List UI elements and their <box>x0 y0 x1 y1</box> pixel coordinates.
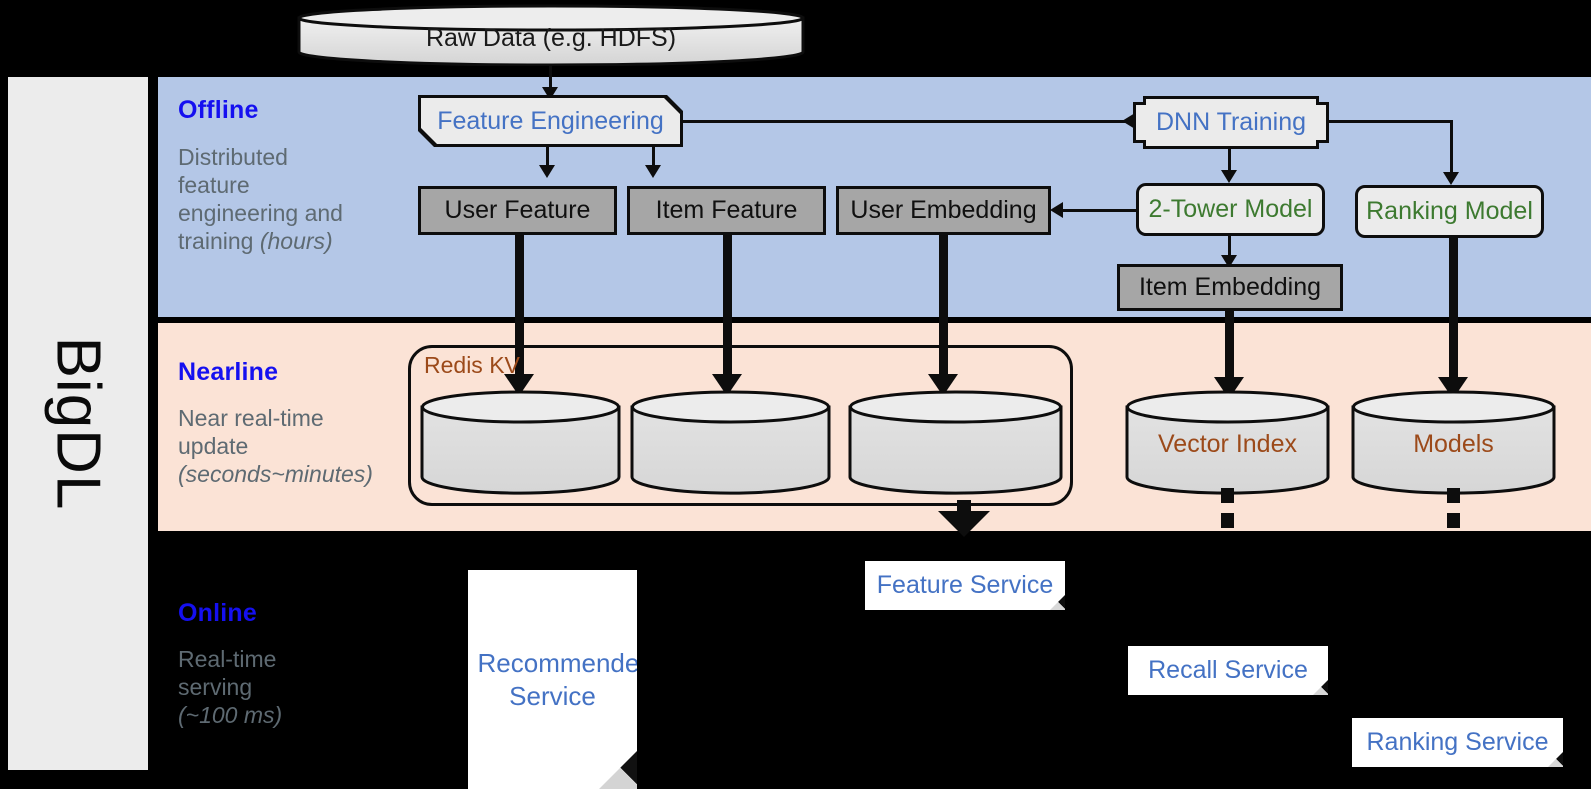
recall-service-label: Recall Service <box>1148 656 1308 685</box>
arrow-userembedding-to-store3-head <box>928 374 958 396</box>
arrow-itemfeature-to-store2-line <box>723 233 732 378</box>
raw-data-cylinder: Raw Data (e.g. HDFS) <box>296 4 806 66</box>
item-feature-box[interactable]: Item Feature <box>627 186 826 235</box>
bigdl-text: BigDL <box>43 336 113 511</box>
user-embedding-label: User Embedding <box>850 196 1037 224</box>
user-feature-box[interactable]: User Feature <box>418 186 617 235</box>
recall-service-card[interactable]: Recall Service <box>1128 646 1328 695</box>
connector-ranking-seg2 <box>1447 513 1460 528</box>
feature-engineering-label: Feature Engineering <box>437 106 664 135</box>
arrow-userembedding-to-store3-line <box>939 233 948 378</box>
arrow-twotower-to-itememb-line <box>1228 236 1231 258</box>
online-duration: (~100 ms) <box>178 702 283 729</box>
feature-engineering-box[interactable]: Feature Engineering <box>421 98 680 144</box>
ranking-model-label: Ranking Model <box>1366 197 1533 225</box>
arrow-dnn-to-ranking-v <box>1450 120 1453 175</box>
ranking-service-label: Ranking Service <box>1366 728 1549 757</box>
ranking-model-box[interactable]: Ranking Model <box>1355 185 1544 238</box>
arrow-fe-to-itemfeature-head <box>645 165 661 178</box>
arrow-dnn-to-ranking-h <box>1329 120 1453 123</box>
redis-kv-container <box>408 345 1073 506</box>
two-tower-model-box[interactable]: 2-Tower Model <box>1136 183 1325 236</box>
arrow-fe-to-userfeature-line <box>546 147 549 168</box>
offline-duration: (hours) <box>259 228 333 255</box>
store-cylinder-1[interactable] <box>419 389 622 495</box>
arrow-rawdata-to-fe-line <box>549 66 552 92</box>
offline-description: Distributed feature engineering and trai… <box>178 144 343 255</box>
recommender-service-card[interactable]: Recommender Service <box>468 570 637 789</box>
arrow-twotower-to-userembedding-line <box>1062 209 1138 212</box>
connector-recall-seg2 <box>1221 513 1234 528</box>
arrow-dnn-to-ranking-head <box>1443 172 1459 185</box>
arrow-fe-to-userfeature-head <box>539 165 555 178</box>
arrow-dnn-to-twotower-head <box>1221 170 1237 183</box>
arrow-fe-to-dnn-head <box>1122 113 1135 129</box>
online-description: Real-time serving (~100 ms) <box>178 646 283 729</box>
dnn-training-box[interactable]: DNN Training <box>1136 99 1326 146</box>
arrow-dnn-to-twotower-line <box>1228 149 1231 173</box>
store-cylinder-2[interactable] <box>629 389 832 495</box>
feature-service-card[interactable]: Feature Service <box>865 561 1065 610</box>
arrow-fe-to-itemfeature-line <box>652 147 655 168</box>
nearline-duration: (seconds~minutes) <box>178 461 373 488</box>
models-cylinder[interactable]: Models <box>1350 389 1557 495</box>
bigdl-rail <box>8 77 148 770</box>
arrow-twotower-to-userembedding-head <box>1050 202 1063 218</box>
arrow-itemfeature-to-store2-head <box>712 374 742 396</box>
redis-kv-label: Redis KV <box>424 352 520 378</box>
bigdl-platform-label: BigDL <box>8 77 148 770</box>
arrow-userfeature-to-store1-line <box>515 233 524 378</box>
connector-recall-seg1 <box>1221 488 1234 503</box>
connector-ranking-seg1 <box>1447 488 1460 503</box>
arrow-fe-to-dnn-line <box>683 120 1126 123</box>
offline-title: Offline <box>178 96 259 124</box>
arrow-userfeature-to-store1-head <box>504 374 534 396</box>
user-embedding-box[interactable]: User Embedding <box>836 186 1051 235</box>
store-cylinder-3[interactable] <box>847 389 1064 495</box>
nearline-description: Near real-time update (seconds~minutes) <box>178 405 373 488</box>
feature-service-label: Feature Service <box>876 571 1054 600</box>
nearline-title: Nearline <box>178 358 279 386</box>
two-tower-model-label: 2-Tower Model <box>1148 195 1313 223</box>
dnn-training-label: DNN Training <box>1155 108 1307 136</box>
ranking-service-card[interactable]: Ranking Service <box>1352 718 1563 767</box>
item-embedding-box[interactable]: Item Embedding <box>1117 264 1343 311</box>
vector-index-cylinder[interactable]: Vector Index <box>1124 389 1331 495</box>
arrow-itememb-to-vectorindex-line <box>1225 309 1234 381</box>
arrow-to-feature-service-head <box>938 511 990 537</box>
online-title: Online <box>178 599 257 627</box>
user-feature-label: User Feature <box>444 196 591 224</box>
recommender-service-label: Recommender Service <box>477 648 649 711</box>
item-feature-label: Item Feature <box>655 196 798 224</box>
item-embedding-label: Item Embedding <box>1138 273 1322 301</box>
arrow-rankingmodel-to-models-line <box>1449 236 1458 381</box>
